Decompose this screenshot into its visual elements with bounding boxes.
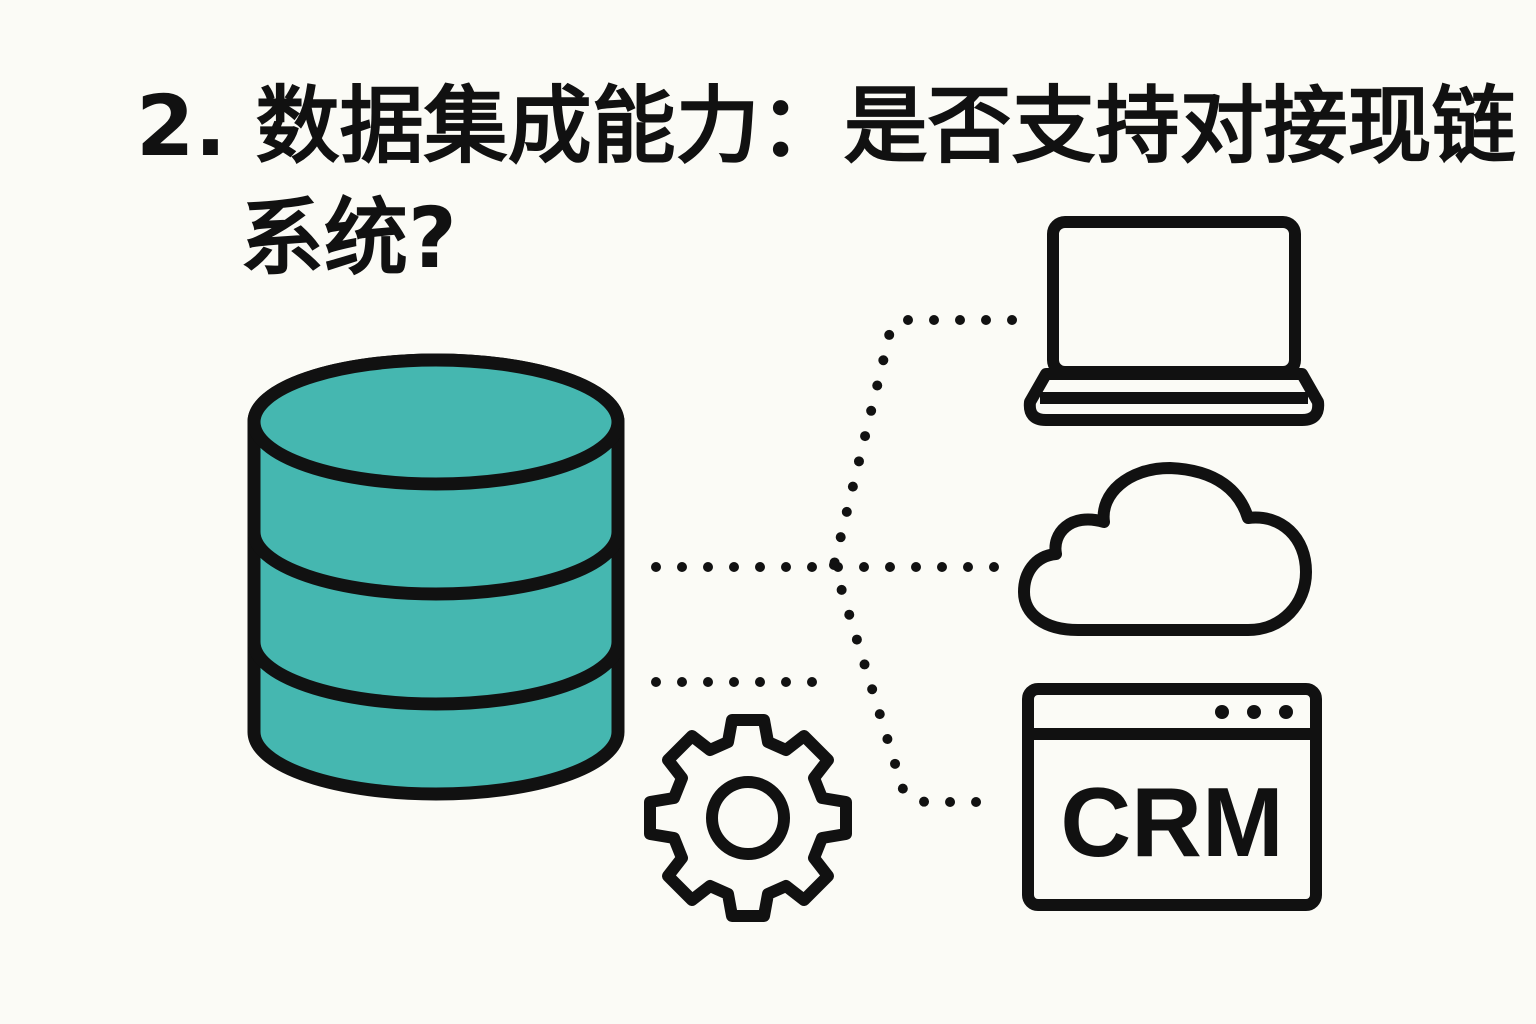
window-dot	[1247, 705, 1261, 719]
window-dot	[1215, 705, 1229, 719]
heading-line-2: 系统?	[240, 189, 457, 287]
window-dot	[1279, 705, 1293, 719]
gear-icon	[644, 714, 852, 922]
connector-laptop	[829, 315, 1017, 570]
dotted-connectors	[651, 315, 1017, 807]
crm-window-icon: CRM	[1022, 683, 1322, 911]
database-icon	[247, 353, 625, 801]
crm-label: CRM	[1060, 767, 1283, 877]
heading-line-1: 2. 数据集成能力：是否支持对接现链	[136, 77, 1516, 175]
cloud-icon	[1018, 462, 1312, 636]
laptop-icon	[1023, 216, 1325, 426]
connector-crm	[829, 560, 997, 807]
